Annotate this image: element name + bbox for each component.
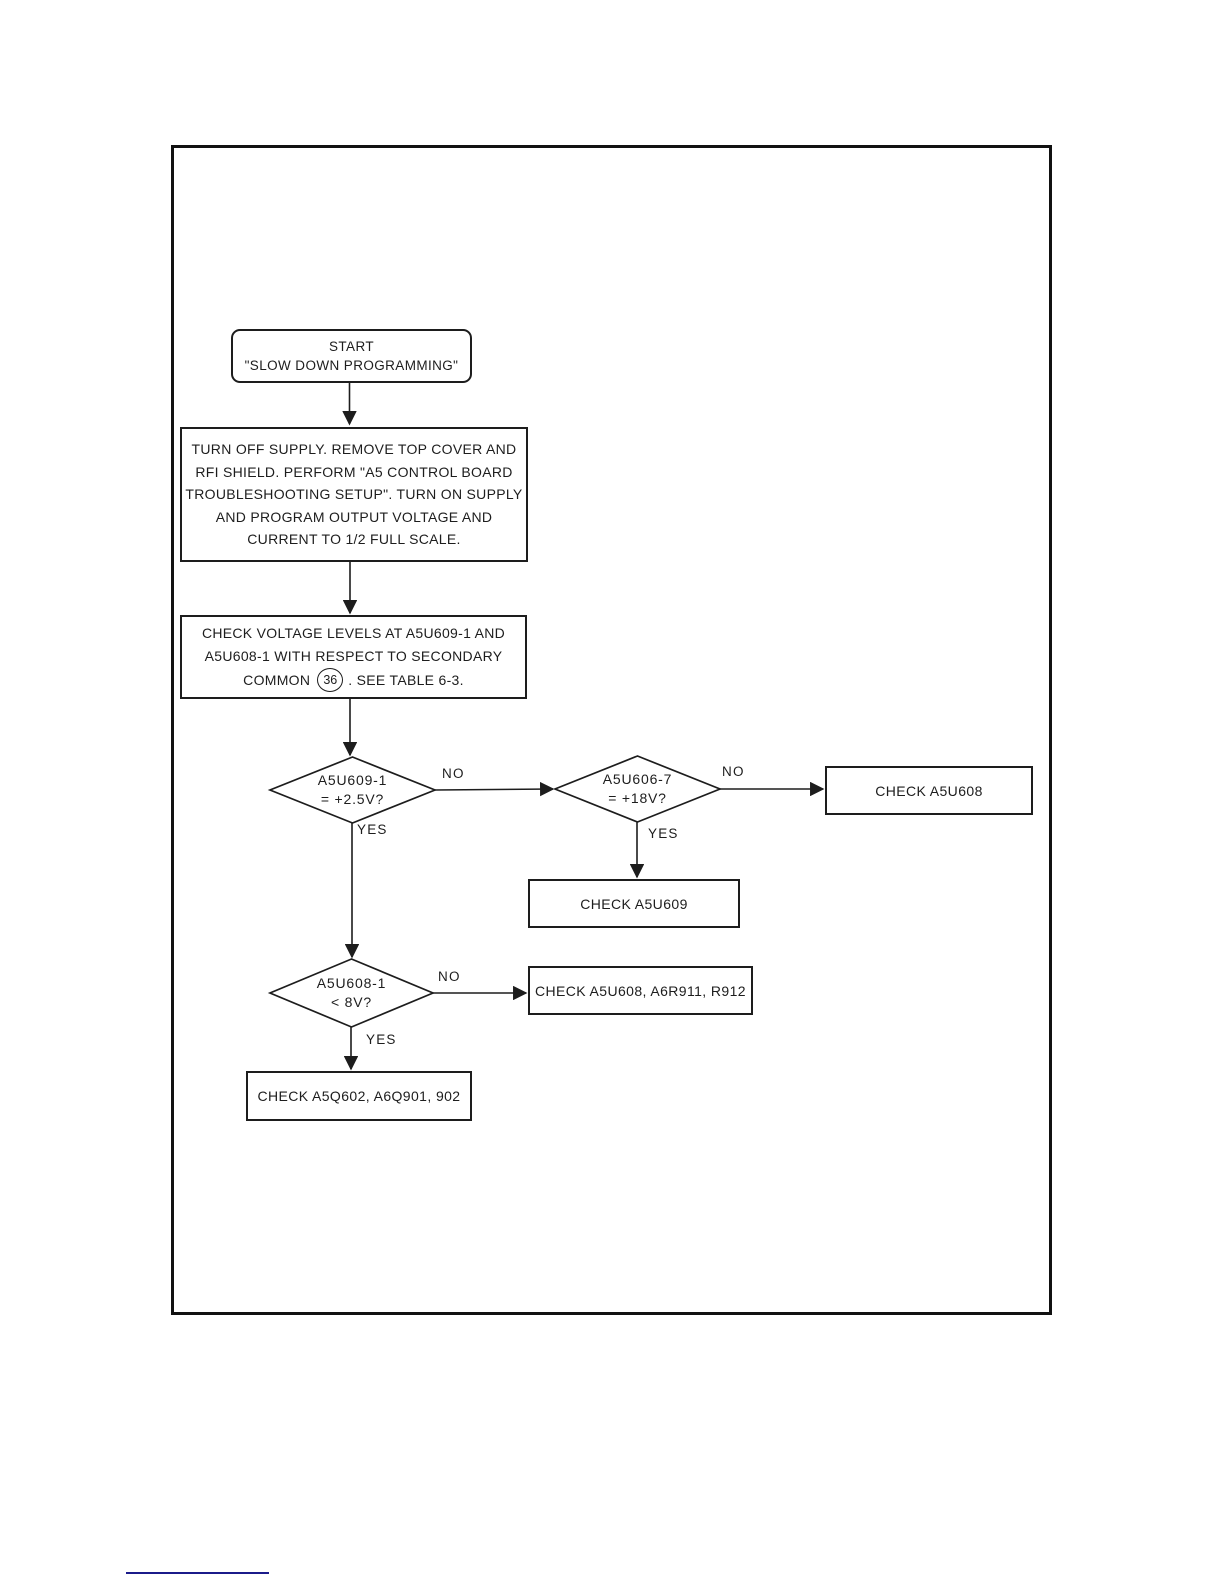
edge-label-yes-u609: YES: [357, 822, 388, 837]
process-node-setup: TURN OFF SUPPLY. REMOVE TOP COVER AND RF…: [180, 427, 528, 562]
edge-label-no-u606: NO: [722, 764, 745, 779]
start-subtitle: "SLOW DOWN PROGRAMMING": [244, 358, 459, 373]
process-check-line: A5U608-1 WITH RESPECT TO SECONDARY: [204, 648, 503, 664]
process-check-line-part: COMMON: [243, 671, 311, 688]
process-setup-line: TROUBLESHOOTING SETUP". TURN ON SUPPLY: [185, 486, 523, 503]
process-node-check-voltage: CHECK VOLTAGE LEVELS AT A5U609-1 AND A5U…: [180, 615, 527, 699]
process-check-line: CHECK VOLTAGE LEVELS AT A5U609-1 AND: [201, 625, 506, 641]
result-text: CHECK A5U608: [875, 782, 983, 799]
result-text: CHECK A5U609: [580, 895, 688, 912]
result-node-check-a5u608-r911-r912: CHECK A5U608, A6R911, R912: [528, 966, 753, 1015]
edge-label-yes-u606: YES: [648, 826, 679, 841]
process-check-line: COMMON 36 . SEE TABLE 6-3.: [243, 668, 464, 692]
result-text: CHECK A5Q602, A6Q901, 902: [257, 1088, 461, 1104]
edge-label-no-u609: NO: [442, 766, 465, 781]
circled-ref-36: 36: [317, 668, 344, 692]
process-setup-line: TURN OFF SUPPLY. REMOVE TOP COVER AND: [191, 441, 517, 458]
process-check-line-part: . SEE TABLE 6-3.: [348, 671, 464, 688]
decision-u609-shape: [267, 756, 438, 824]
edge-no-u609-to-u606: [434, 781, 555, 797]
start-title: START: [328, 339, 374, 354]
process-setup-line: AND PROGRAM OUTPUT VOLTAGE AND: [215, 508, 493, 525]
result-node-check-a5q602: CHECK A5Q602, A6Q901, 902: [246, 1071, 472, 1121]
process-setup-line: RFI SHIELD. PERFORM "A5 CONTROL BOARD: [195, 463, 513, 480]
decision-u608-shape: [267, 958, 436, 1028]
result-node-check-a5u609: CHECK A5U609: [528, 879, 740, 928]
decision-u606-shape: [552, 755, 723, 823]
footer-link-underline: [126, 1572, 269, 1574]
start-node: START "SLOW DOWN PROGRAMMING": [231, 329, 472, 383]
process-setup-line: CURRENT TO 1/2 FULL SCALE.: [247, 531, 461, 548]
diagram-border-frame: [171, 145, 1052, 1315]
result-text: CHECK A5U608, A6R911, R912: [535, 982, 746, 999]
result-node-check-a5u608: CHECK A5U608: [825, 766, 1033, 815]
edge-label-yes-u608: YES: [366, 1032, 397, 1047]
edge-label-no-u608: NO: [438, 969, 461, 984]
